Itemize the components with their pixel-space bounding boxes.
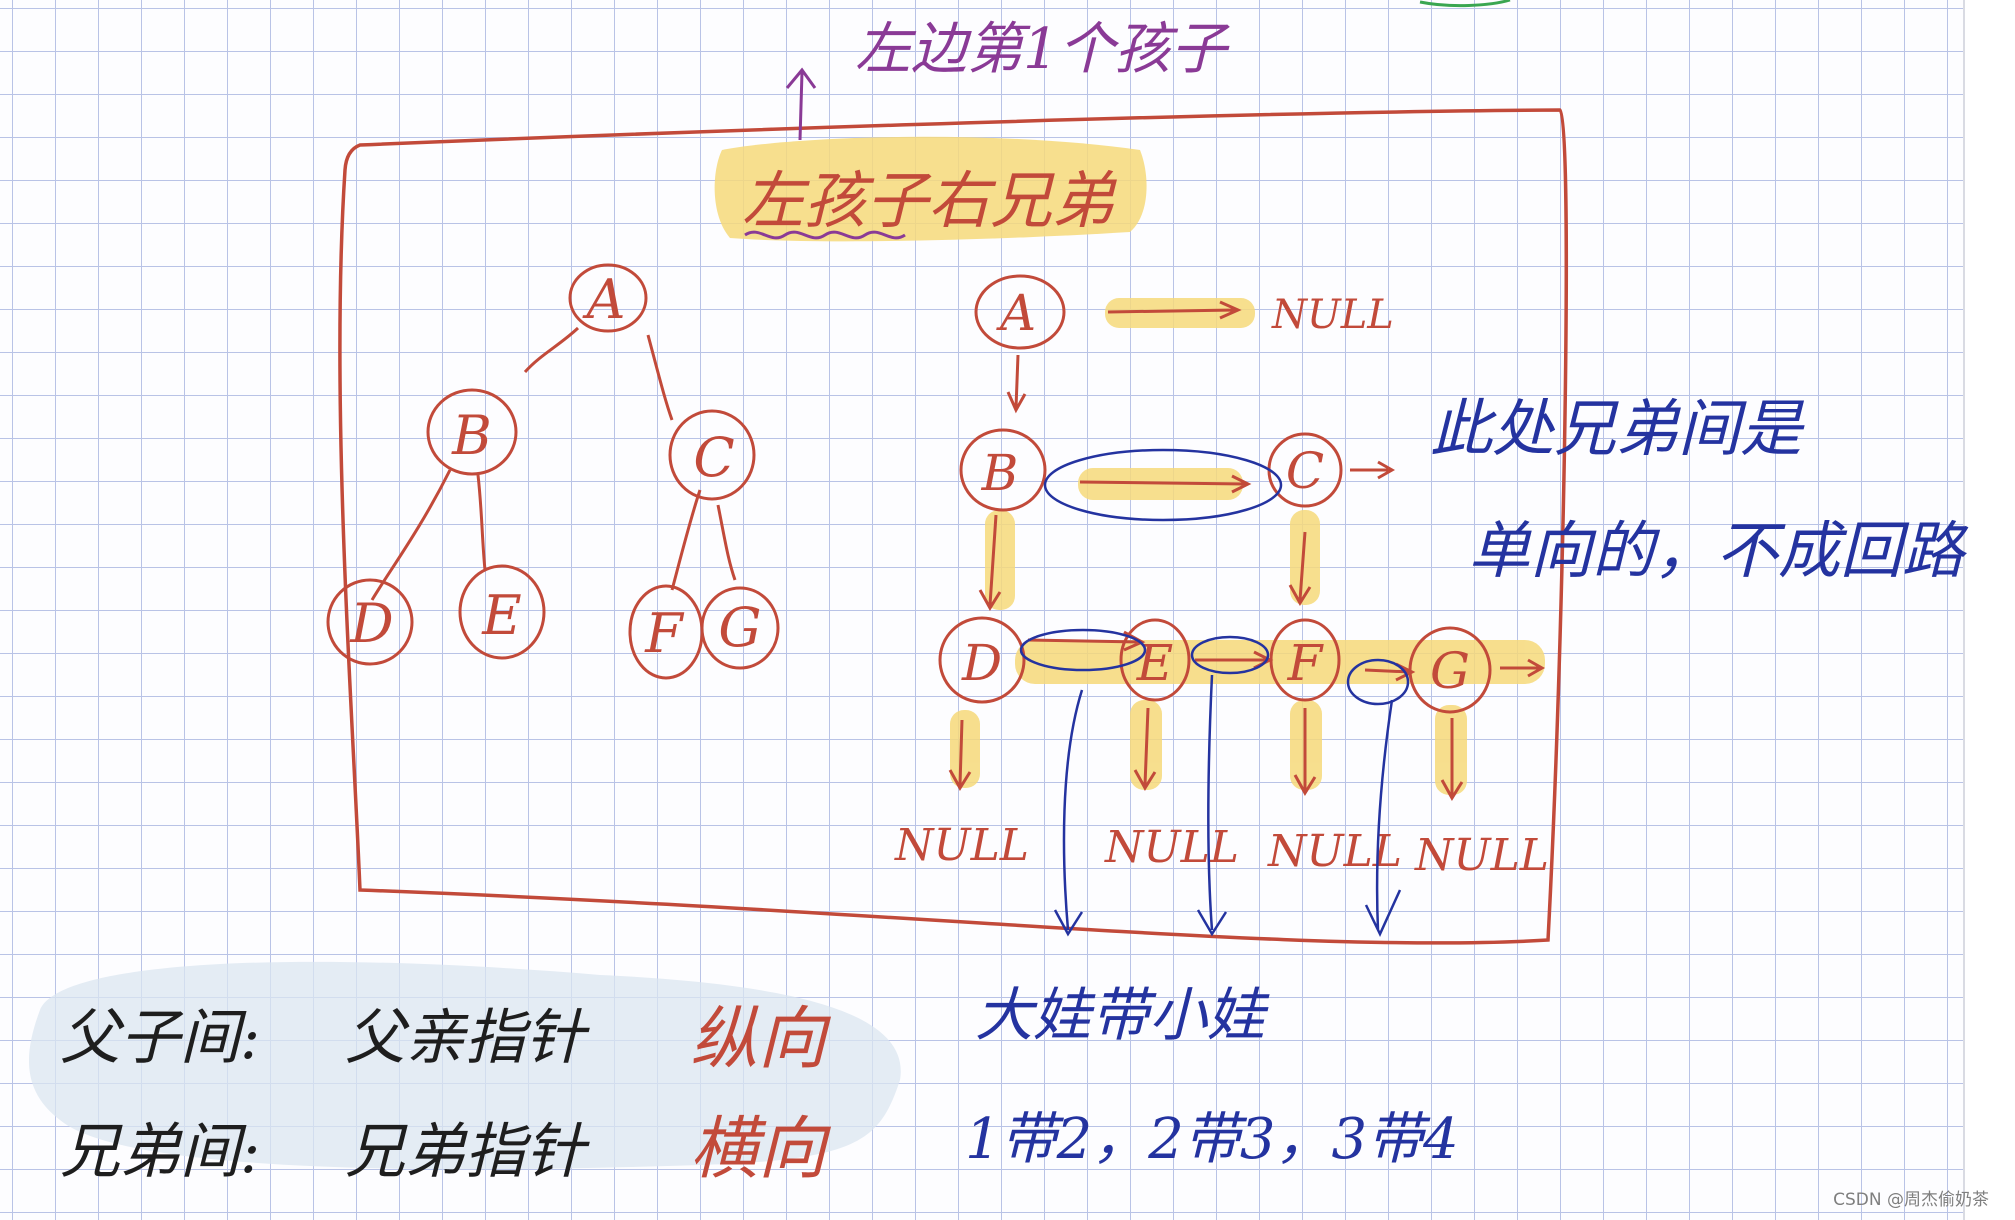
arrow-f-null-icon <box>1293 708 1317 796</box>
right-tree-arrows <box>948 300 1546 801</box>
arrow-c-f-icon <box>1288 531 1312 606</box>
left-node-c-circle <box>668 409 756 501</box>
arrow-d-null-icon <box>948 719 972 791</box>
arrow-g-right-icon <box>1500 658 1546 678</box>
title-left-child-right-sibling: 左孩子右兄弟 <box>742 164 1117 237</box>
right-node-e-circle <box>1119 618 1191 702</box>
side-note-line1: 此处兄弟间是 <box>1430 392 1805 465</box>
arrow-g-null-icon <box>1440 718 1464 801</box>
left-node-e: E <box>481 584 521 647</box>
legend-wash <box>28 961 901 1170</box>
legend-row2-accent: 横向 <box>690 1110 832 1189</box>
left-node-g: G <box>718 596 761 659</box>
blue-caption: 大娃带小娃 <box>975 981 1270 1049</box>
right-node-d: D <box>961 634 1002 692</box>
left-node-c: C <box>693 426 734 489</box>
side-note-line2: 单向的，不成回路 <box>1468 514 1969 587</box>
left-node-a-circle <box>568 263 648 333</box>
left-node-a: A <box>582 268 626 331</box>
left-node-g-circle <box>700 586 780 670</box>
blue-sequence: 1带2，2带3，3带4 <box>965 1107 1459 1172</box>
left-node-e-circle <box>458 564 546 660</box>
null-bottom-4: NULL <box>1414 830 1549 881</box>
null-bottom-2: NULL <box>1104 822 1239 873</box>
right-node-c: C <box>1286 442 1324 500</box>
green-scribble <box>1419 0 1511 8</box>
title-highlight <box>714 136 1147 242</box>
left-node-f: F <box>644 602 685 665</box>
right-tree-node-circles <box>938 274 1492 714</box>
legend-row1-label: 父子间: <box>60 1003 260 1073</box>
legend-row2-label: 兄弟间: <box>60 1117 260 1187</box>
arrow-e-null-icon <box>1133 707 1157 791</box>
note-first-child: 左边第1个孩子 <box>855 17 1231 82</box>
watermark: CSDN @周杰偷奶茶 <box>1833 1190 1989 1210</box>
blue-down-stroke-1-icon <box>1053 689 1084 937</box>
left-tree-node-circles <box>326 263 780 680</box>
blue-loop-b-c <box>1043 448 1283 522</box>
null-top: NULL <box>1271 292 1394 338</box>
canvas-right-margin <box>1963 0 2015 1220</box>
arrow-a-null-icon <box>1107 300 1242 320</box>
right-tree-labels: A B C D E F G <box>961 284 1470 700</box>
left-node-b: B <box>451 404 492 467</box>
right-node-b: B <box>981 444 1019 502</box>
blue-loop-d-e <box>1019 628 1147 672</box>
left-tree-edges <box>370 326 737 601</box>
arrow-a-b-icon <box>1006 354 1027 414</box>
arrow-b-c-icon <box>1079 474 1252 494</box>
title-squiggle <box>744 230 906 240</box>
legend-row1-text: 父亲指针 <box>345 1003 590 1073</box>
right-tree-highlights <box>950 298 1545 795</box>
blue-loop-e-f <box>1190 635 1270 675</box>
right-node-g: G <box>1430 642 1470 700</box>
left-node-d: D <box>349 592 393 655</box>
right-node-a: A <box>996 284 1036 342</box>
null-bottom-3: NULL <box>1267 826 1402 877</box>
blue-down-stroke-3-icon <box>1364 699 1402 937</box>
blue-down-stroke-2-icon <box>1196 674 1228 937</box>
blue-loop-f-g <box>1346 658 1410 706</box>
right-node-d-circle <box>938 616 1026 704</box>
purple-arrow-icon <box>785 67 817 141</box>
arrow-c-right-icon <box>1350 460 1396 480</box>
left-node-d-circle <box>326 578 414 666</box>
legend-row1-accent: 纵向 <box>690 1000 832 1079</box>
right-tree-nulls: NULL NULL NULL NULL NULL <box>894 292 1549 881</box>
arrow-b-d-icon <box>978 514 1002 611</box>
right-node-a-circle <box>974 274 1066 350</box>
blue-annotations <box>1019 448 1410 937</box>
left-node-b-circle <box>426 388 518 476</box>
legend-row2-text: 兄弟指针 <box>345 1117 590 1187</box>
left-tree-labels: A B C D E F G <box>349 268 761 665</box>
frame-outline <box>338 108 1568 945</box>
right-node-f: F <box>1287 634 1325 692</box>
right-node-b-circle <box>959 428 1047 512</box>
null-bottom-1: NULL <box>894 820 1029 871</box>
